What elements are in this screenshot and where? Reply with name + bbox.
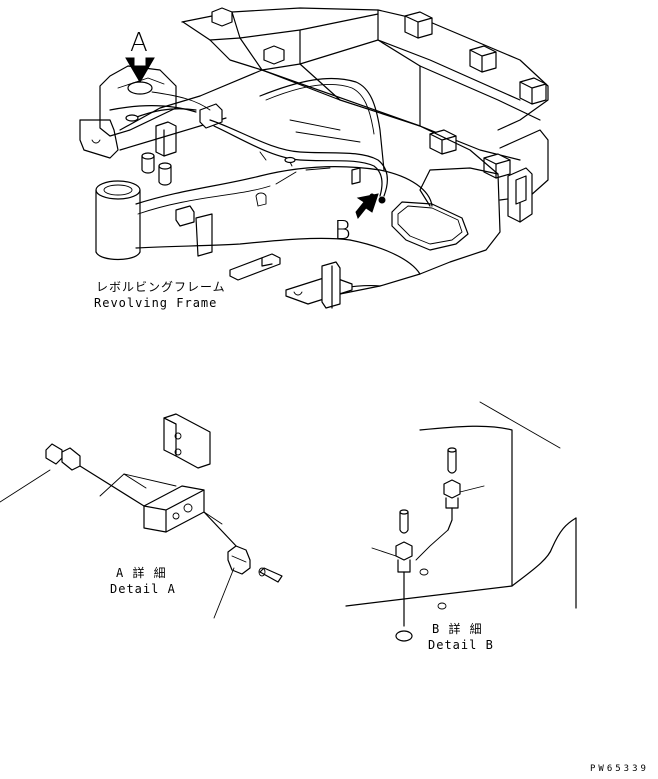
revolving-frame-drawing [79,7,549,309]
revolving-frame-label-jp: レボルビングフレーム [96,280,226,294]
revolving-frame-label-en: Revolving Frame [94,296,218,310]
callout-a: A [130,28,148,58]
detail-a-drawing [0,413,283,619]
detail-b-label-en: Detail B [428,638,494,652]
callout-b: B [334,216,352,246]
detail-b-drawing [345,401,577,642]
detail-a-label-en: Detail A [110,582,176,596]
drawing-code: PW65339 [590,764,649,774]
detail-b-label-jp: B 詳 細 [432,622,483,636]
detail-a-label-jp: A 詳 細 [116,566,167,580]
